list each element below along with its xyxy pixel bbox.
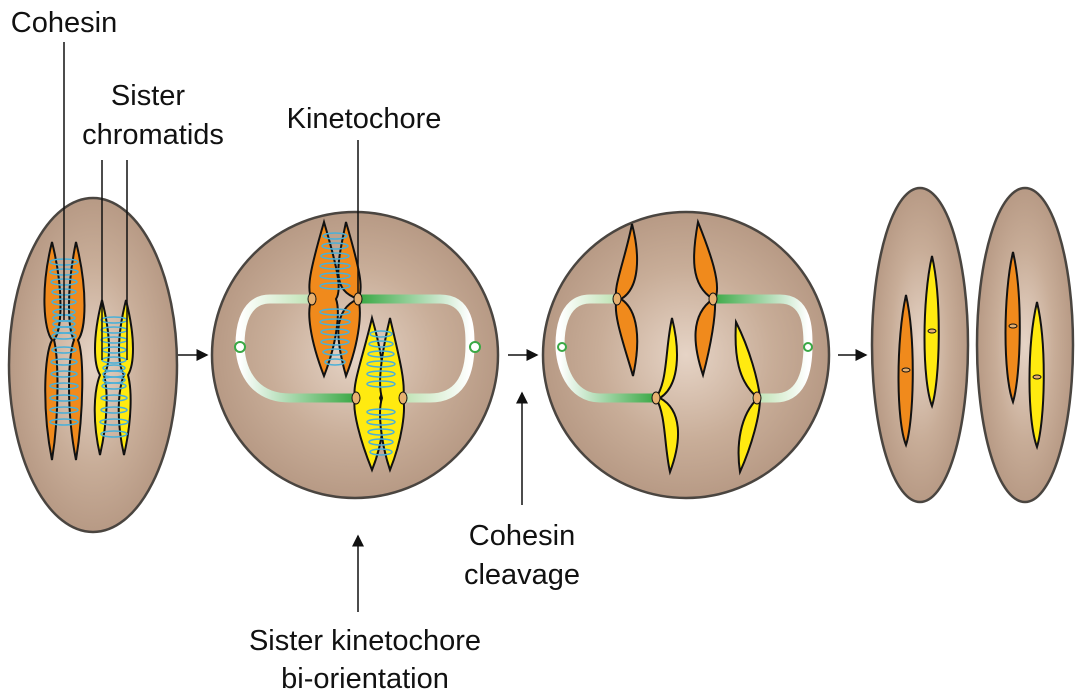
cell-1 [9,198,177,532]
kinetochore [928,329,936,333]
kinetochore [1009,324,1017,328]
cell-1-membrane [9,198,177,532]
daughter-cell-right [977,188,1073,502]
cell-3-membrane [543,212,829,498]
cell-2 [212,212,498,498]
spindle-pole-right [470,342,480,352]
kinetochore [352,392,360,404]
label-cohesin: Cohesin [11,7,117,39]
spindle-pole-left [235,342,245,352]
spindle-pole-right [804,343,812,351]
kinetochore [613,293,621,305]
label-cohesin-cleavage-1: Cohesin [469,520,575,552]
kinetochore [354,293,362,305]
spindle-pole-left [558,343,566,351]
daughter-cell-left [872,188,968,502]
label-sister-line1: Sister [111,80,185,112]
kinetochore [308,293,316,305]
label-kinetochore: Kinetochore [287,103,442,135]
label-sister-line2: chromatids [82,119,224,151]
kinetochore [902,368,910,372]
kinetochore [399,392,407,404]
kinetochore [652,392,660,404]
kinetochore [1033,375,1041,379]
label-cohesin-cleavage-2: cleavage [464,559,580,591]
kinetochore [709,293,717,305]
label-bi-orientation-1: Sister kinetochore [249,625,481,657]
label-bi-orientation-2: bi-orientation [281,663,449,695]
kinetochore [753,392,761,404]
cell-3 [543,212,829,498]
